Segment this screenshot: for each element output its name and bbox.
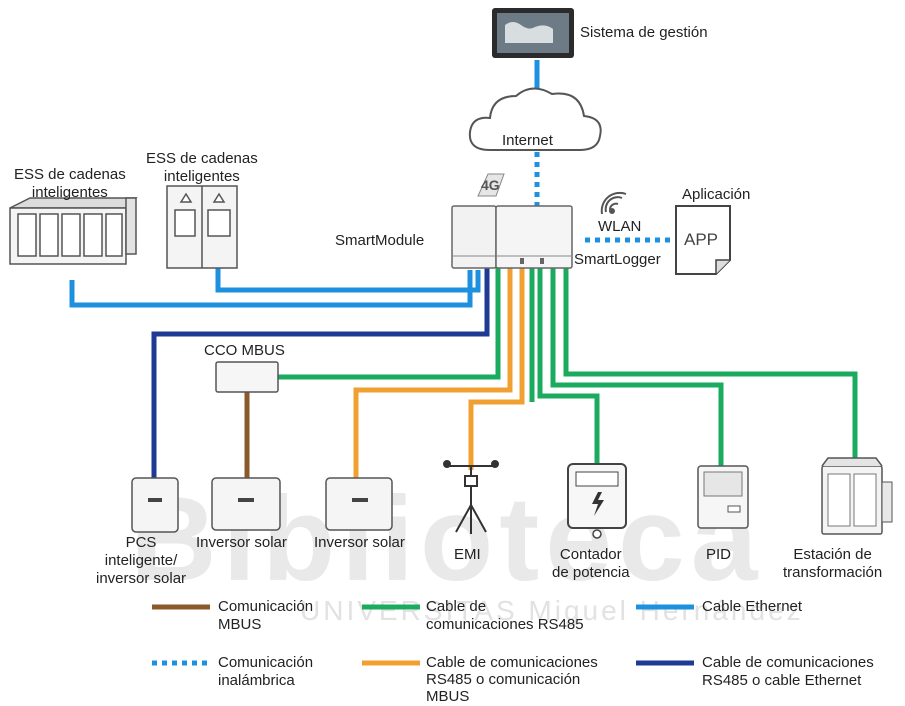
- management-monitor-icon: [492, 8, 574, 58]
- smartlogger-device-icon: [495, 205, 573, 269]
- link-cco: [278, 268, 501, 380]
- inverter-1-icon: [211, 477, 281, 531]
- meter-label: Contador de potencia: [552, 546, 630, 581]
- 4g-icon: [477, 173, 505, 197]
- legend-wireless-text: Comunicación inalámbrica: [218, 654, 314, 689]
- legend-swatches: [152, 604, 694, 666]
- ess-cabinet-icon: [166, 185, 238, 269]
- app-icon: [675, 205, 731, 275]
- link-station: [563, 268, 858, 468]
- transformer-station-icon: [821, 457, 893, 535]
- pcs-device-icon: [131, 477, 179, 533]
- legend-rs485-ethernet-text: Cable de comunicaciones RS485 o cable Et…: [702, 654, 874, 689]
- link-inv2: [353, 268, 513, 478]
- ess2-label: ESS de cadenas inteligentes: [146, 150, 258, 185]
- wifi-icon: [600, 191, 627, 215]
- pid-label: PID: [706, 546, 732, 563]
- link-emi: [468, 268, 525, 470]
- link-meter: [537, 268, 600, 468]
- pid-device-icon: [697, 465, 749, 529]
- legend-mbus-text: Comunicación MBUS: [218, 598, 314, 633]
- internet-cloud-icon: [468, 87, 602, 151]
- cco-mbus-icon: [215, 361, 279, 393]
- emi-weather-station-icon: [443, 460, 499, 534]
- link-ess2: [215, 268, 481, 293]
- pcs-label: PCS inteligente/ inversor solar: [96, 534, 187, 587]
- app-title-label: Aplicación: [682, 186, 751, 203]
- inverter1-label: Inversor solar: [196, 534, 287, 551]
- internet-label: Internet: [502, 132, 553, 149]
- watermark-sub: UNIVERSITAS Miguel Hernández: [300, 595, 804, 626]
- inverter2-label: Inversor solar: [314, 534, 405, 551]
- ess1-label: ESS de cadenas inteligentes: [14, 166, 126, 201]
- smartlogger-label: SmartLogger: [574, 251, 661, 268]
- 4g-label: 4G: [481, 177, 500, 193]
- wlan-label: WLAN: [598, 218, 642, 235]
- app-icon-label: APP: [684, 230, 719, 249]
- inverter-2-icon: [325, 477, 393, 531]
- cco-label: CCO MBUS: [204, 342, 285, 359]
- smartmodule-label: SmartModule: [335, 232, 425, 249]
- legend-rs485-text: Cable de comunicaciones RS485: [426, 598, 584, 633]
- ess-rack-icon: [9, 197, 138, 265]
- legend-ethernet-text: Cable Ethernet: [702, 598, 803, 615]
- station-label: Estación de transformación: [783, 546, 883, 581]
- power-meter-icon: [567, 463, 627, 539]
- emi-label: EMI: [454, 546, 481, 563]
- management-label: Sistema de gestión: [580, 24, 708, 41]
- link-pcs: [151, 268, 490, 478]
- legend-rs485-mbus-text: Cable de comunicaciones RS485 o comunica…: [426, 654, 598, 705]
- link-pid: [550, 268, 724, 468]
- smartmodule-device-icon: [451, 205, 497, 269]
